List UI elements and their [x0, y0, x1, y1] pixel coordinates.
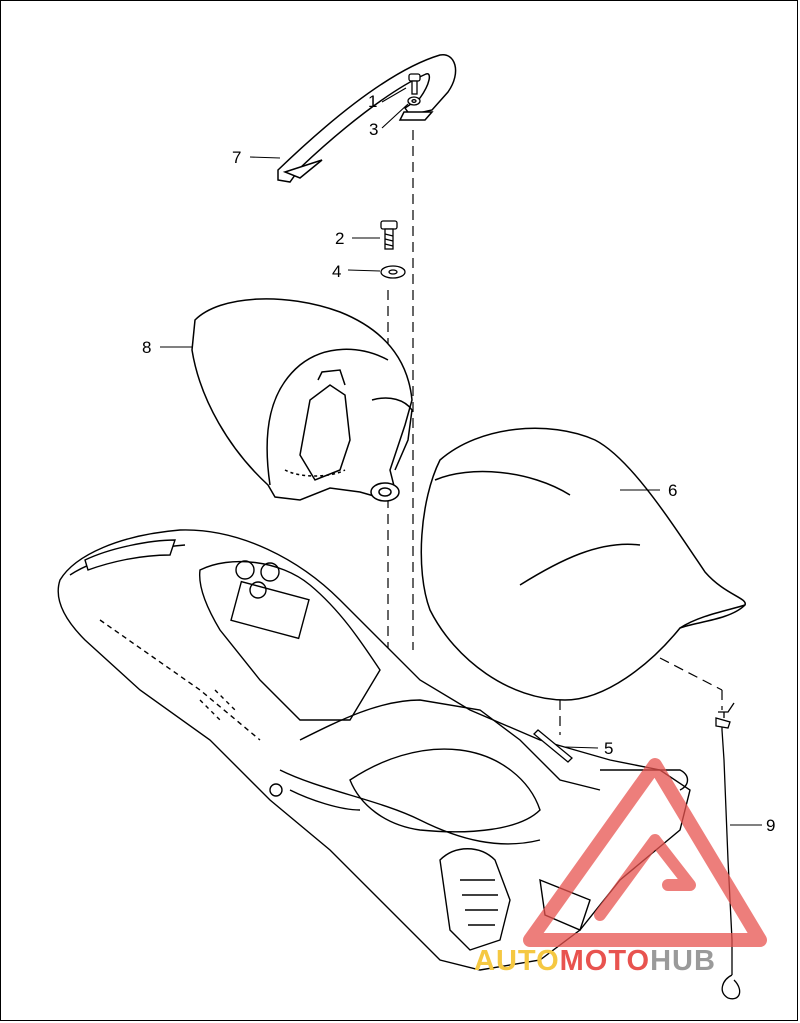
- part-4-washer: [380, 265, 406, 279]
- watermark-text-auto: AUTO: [474, 945, 560, 977]
- watermark-logo: [523, 758, 767, 947]
- part-3-washer: [407, 96, 421, 106]
- watermark-text-moto: MOTO: [560, 945, 650, 977]
- watermark-text: AUTOMOTOHUB: [474, 945, 716, 977]
- callout-labels: 1 2 3 4 5 6 7 8 9: [142, 92, 775, 835]
- leader-lines: [160, 87, 762, 826]
- part-5-pin: [533, 729, 573, 763]
- callout-6: 6: [668, 481, 677, 500]
- part-2-bolt: [380, 220, 398, 250]
- callout-1: 1: [368, 92, 377, 111]
- callout-9: 9: [766, 816, 775, 835]
- callout-2: 2: [335, 229, 344, 248]
- callout-3: 3: [369, 120, 378, 139]
- part-1-screw: [408, 73, 421, 95]
- callout-7: 7: [232, 148, 241, 167]
- watermark-text-hub: HUB: [650, 945, 716, 977]
- callout-4: 4: [332, 262, 341, 281]
- part-6-rider-seat: [420, 427, 746, 701]
- callout-5: 5: [604, 739, 613, 758]
- callout-8: 8: [142, 338, 151, 357]
- part-8-pillion-seat: [191, 298, 413, 502]
- part-7-grab-strap: [277, 54, 457, 183]
- svg-text:AUTOMOTOHUB: AUTOMOTOHUB: [474, 945, 716, 977]
- part-9-tether: [715, 702, 741, 1000]
